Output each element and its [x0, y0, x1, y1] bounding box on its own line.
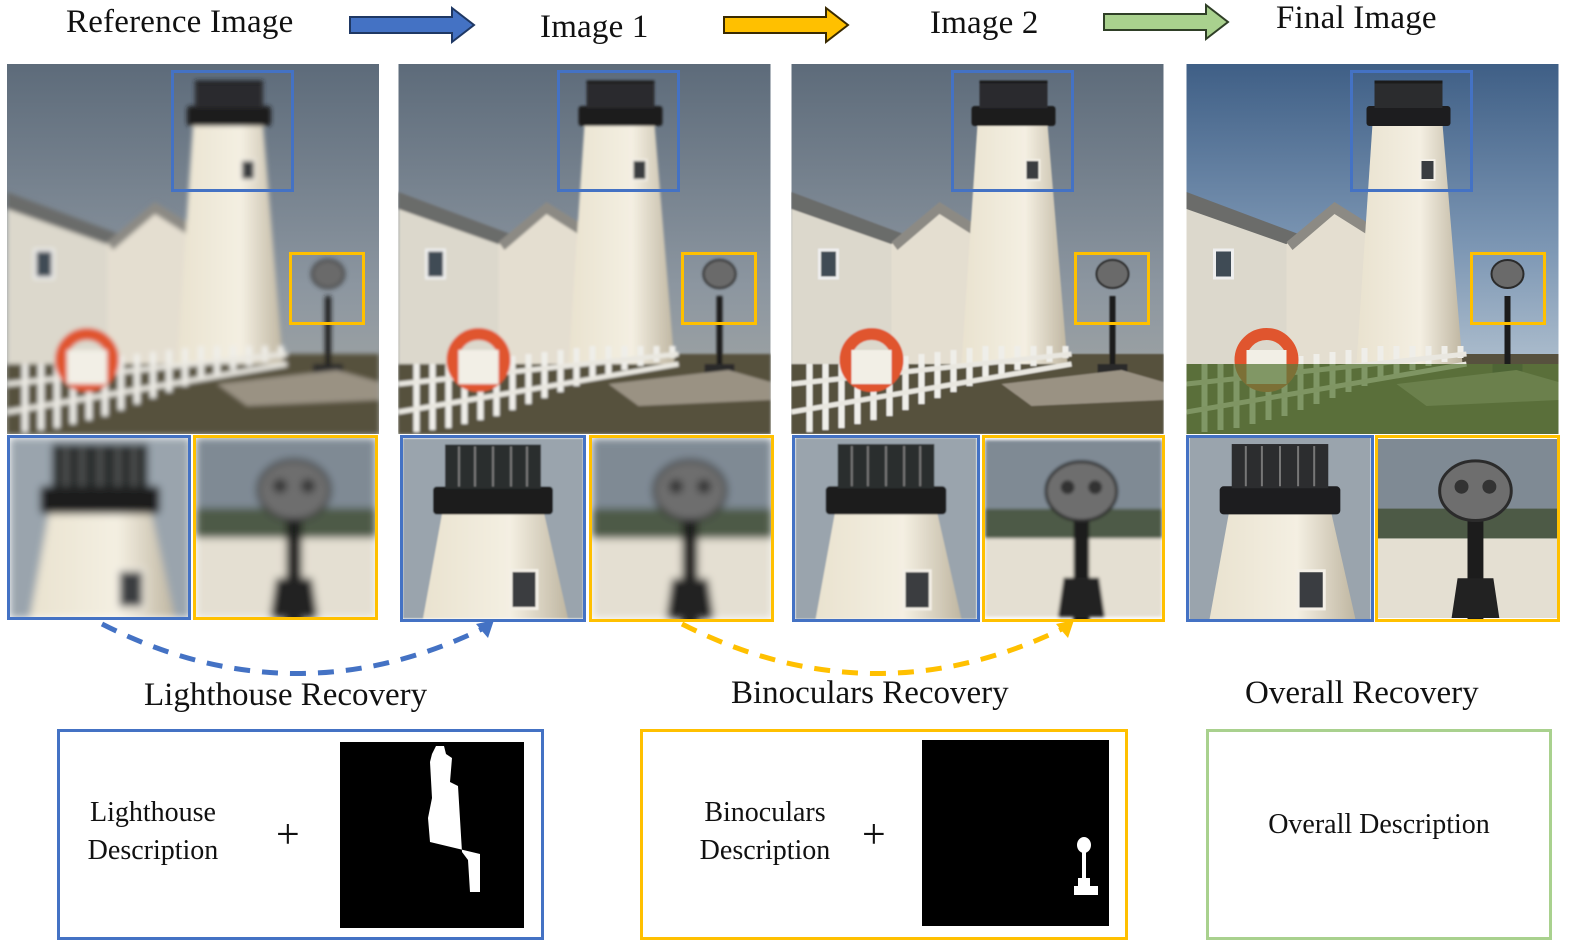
binoculars-crop-reference [193, 435, 378, 620]
reference-image [7, 64, 379, 434]
overall-condition-box [1206, 729, 1552, 940]
plus-sign: + [276, 812, 300, 858]
plus-sign: + [862, 812, 886, 858]
arrow-blue [349, 5, 476, 45]
binoculars-description-line2: Description [699, 835, 831, 866]
stage-title-image-2: Image 2 [930, 5, 1039, 41]
arrow-gold [723, 5, 850, 45]
binoculars-crop-image-2 [982, 435, 1165, 622]
lighthouse-description-line2: Description [87, 835, 219, 866]
lighthouse-transfer-arc [100, 620, 494, 676]
lighthouse-crop-final [1186, 435, 1374, 622]
lighthouse-description: Lighthouse Description [70, 794, 236, 870]
lighthouse-highlight-box [1350, 70, 1473, 192]
binoculars-highlight-box [1470, 252, 1546, 325]
arrow-green [1103, 2, 1230, 42]
binoculars-description-line1: Binoculars [704, 797, 826, 828]
stage-title-final: Final Image [1276, 0, 1437, 36]
lighthouse-crop-reference [7, 435, 191, 620]
lighthouse-highlight-box [171, 70, 294, 192]
stage-title-reference: Reference Image [66, 4, 294, 40]
overall-description: Overall Description [1268, 809, 1490, 840]
lighthouse-highlight-box [557, 70, 680, 192]
caption-lighthouse-recovery: Lighthouse Recovery [144, 677, 428, 713]
image-2 [791, 64, 1164, 434]
lighthouse-description-line1: Lighthouse [90, 797, 216, 828]
stage-title-image-1: Image 1 [540, 9, 649, 45]
binoculars-mask [922, 740, 1109, 926]
lighthouse-mask [340, 742, 524, 928]
lighthouse-condition-box [57, 729, 544, 940]
binoculars-highlight-box [289, 252, 365, 325]
lighthouse-highlight-box [951, 70, 1074, 192]
lighthouse-crop-image-2 [792, 435, 980, 622]
binoculars-transfer-arc [680, 620, 1074, 676]
caption-overall-recovery: Overall Recovery [1245, 675, 1479, 711]
caption-binoculars-recovery: Binoculars Recovery [731, 675, 1009, 711]
final-image [1186, 64, 1559, 434]
binoculars-description: Binoculars Description [682, 794, 848, 870]
binoculars-condition-box [640, 729, 1128, 940]
binoculars-highlight-box [1074, 252, 1150, 325]
image-1 [398, 64, 771, 434]
binoculars-highlight-box [681, 252, 757, 325]
lighthouse-crop-image-1 [400, 435, 586, 622]
binoculars-crop-image-1 [589, 435, 774, 622]
binoculars-crop-final [1375, 435, 1560, 622]
